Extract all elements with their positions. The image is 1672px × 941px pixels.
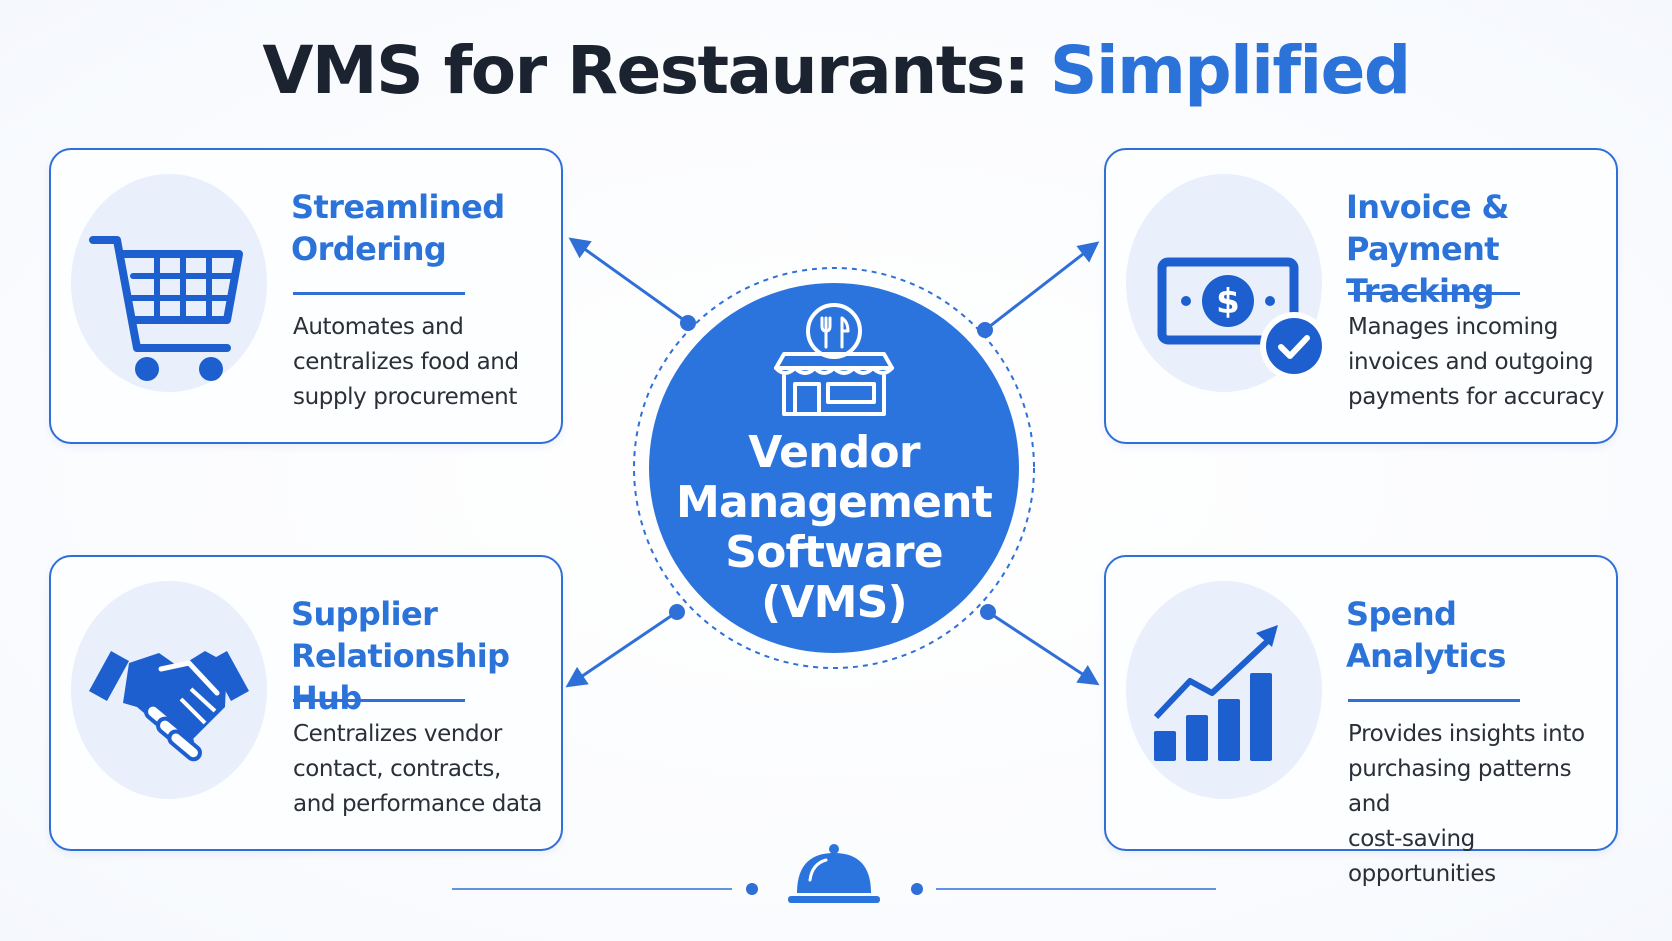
card-divider	[293, 292, 465, 295]
bar-chart-growth-icon	[1153, 625, 1278, 761]
title-main: VMS for Restaurants:	[262, 32, 1050, 109]
card-divider	[1348, 699, 1520, 702]
handshake-icon	[89, 651, 249, 762]
connector-dot-top-right	[977, 322, 993, 338]
card-heading: Invoice & Payment Tracking	[1346, 188, 1509, 310]
icon-circle: $	[1126, 174, 1322, 392]
title-accent: Simplified	[1049, 32, 1411, 109]
card-description: Manages incoming invoices and outgoing p…	[1348, 314, 1605, 410]
card-heading: Spend Analytics	[1346, 595, 1506, 675]
connector-dot-bottom-right	[980, 604, 996, 620]
svg-text:$: $	[1216, 282, 1240, 322]
connector-bottom-right	[987, 610, 1100, 686]
restaurant-storefront-icon	[774, 303, 894, 416]
shopping-cart-icon	[89, 236, 243, 381]
card-invoice-payment-tracking: $ Invoice & Payment Tracking Manages inc…	[1104, 148, 1618, 444]
center-dashed-ring	[633, 267, 1035, 669]
center-label: Vendor Management Software (VMS)	[676, 427, 993, 628]
card-streamlined-ordering: Streamlined Ordering Automates and centr…	[49, 148, 563, 444]
connector-top-right	[984, 241, 1100, 332]
icon-circle	[1126, 581, 1322, 799]
card-description: Provides insights into purchasing patter…	[1348, 721, 1585, 887]
card-heading: Supplier Relationship Hub	[291, 595, 510, 717]
center-hub-circle	[649, 283, 1019, 653]
card-supplier-relationship-hub: Supplier Relationship Hub Centralizes ve…	[49, 555, 563, 851]
connector-bottom-left	[565, 610, 678, 688]
card-divider	[293, 699, 465, 702]
connector-dot-bottom-left	[669, 604, 685, 620]
card-heading: Streamlined Ordering	[291, 188, 505, 268]
page-title: VMS for Restaurants: Simplified	[0, 26, 1672, 116]
card-description: Automates and centralizes food and suppl…	[293, 314, 519, 410]
connector-dot-top-left	[680, 315, 696, 331]
connector-top-left	[568, 237, 689, 325]
banknote-check-icon: $	[1157, 257, 1322, 380]
icon-circle	[71, 174, 267, 392]
card-description: Centralizes vendor contact, contracts, a…	[293, 721, 542, 817]
icon-circle	[71, 581, 267, 799]
card-divider	[1348, 292, 1520, 295]
card-spend-analytics: Spend Analytics Provides insights into p…	[1104, 555, 1618, 887]
